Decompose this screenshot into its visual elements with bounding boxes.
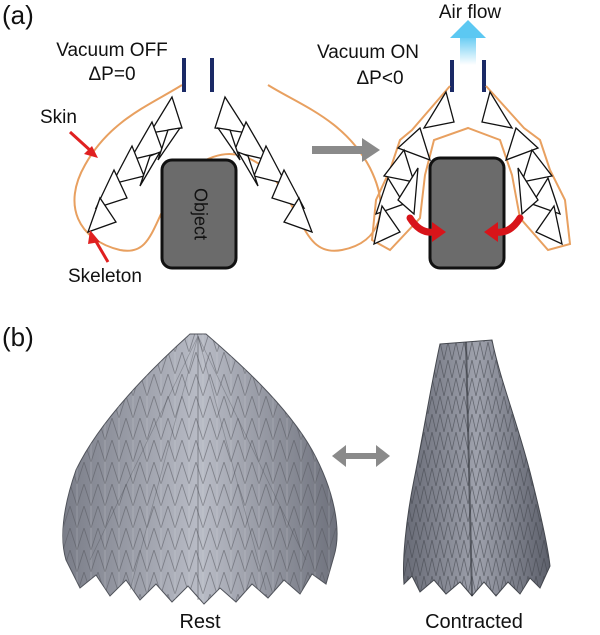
squeeze-arrow-icon bbox=[406, 214, 524, 236]
squeeze-arrowhead-left bbox=[432, 222, 446, 242]
object-block-gripped bbox=[428, 156, 506, 270]
skeleton-left bbox=[86, 95, 314, 234]
squeeze-arrowhead-right bbox=[484, 222, 498, 242]
object-label: Object bbox=[190, 188, 210, 240]
vacuum-off-title: Vacuum OFF bbox=[56, 40, 168, 61]
skin-outline-right bbox=[370, 85, 572, 252]
rest-gripper-image bbox=[62, 333, 338, 605]
skin-label: Skin bbox=[40, 107, 77, 128]
process-arrow-icon bbox=[312, 138, 380, 162]
object-block bbox=[160, 158, 238, 270]
contracted-label: Contracted bbox=[425, 611, 523, 633]
rest-label: Rest bbox=[179, 611, 221, 633]
airflow-label: Air flow bbox=[439, 2, 502, 23]
vacuum-off-pressure: ΔP=0 bbox=[88, 64, 135, 85]
skin-pointer-icon bbox=[68, 130, 98, 158]
vacuum-on-pressure: ΔP<0 bbox=[356, 68, 403, 89]
vacuum-on-title: Vacuum ON bbox=[317, 42, 419, 63]
skeleton-label: Skeleton bbox=[68, 266, 142, 287]
panel-b-label: (b) bbox=[2, 322, 34, 352]
skin-outline-left bbox=[73, 84, 382, 252]
panel-a-label: (a) bbox=[2, 0, 34, 30]
contracted-gripper-image bbox=[402, 339, 551, 597]
double-arrow-icon bbox=[332, 445, 390, 467]
skeleton-pointer-icon bbox=[88, 230, 110, 263]
airflow-arrow-icon bbox=[450, 20, 486, 65]
skeleton-right bbox=[373, 90, 563, 246]
